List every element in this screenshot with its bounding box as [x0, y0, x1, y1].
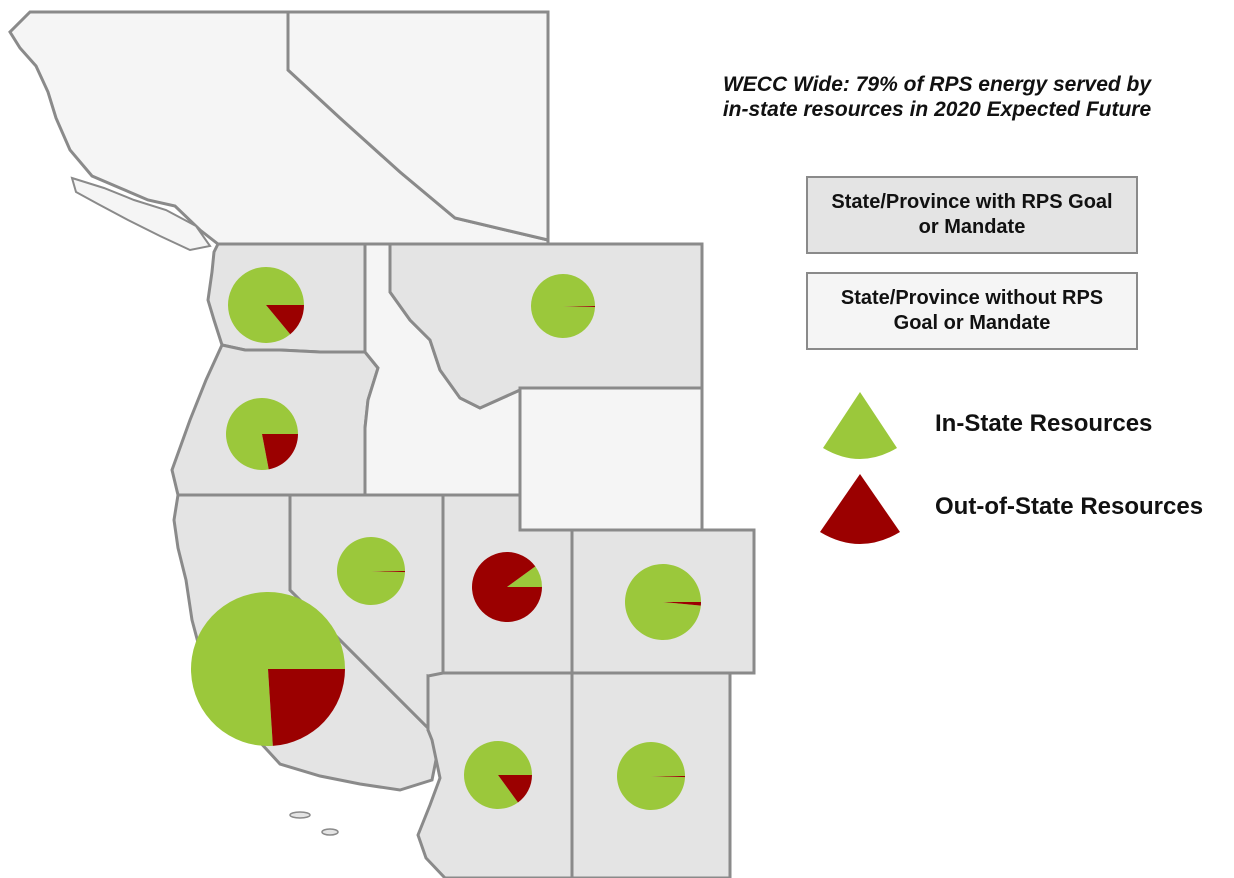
pie-slice-out-of-state-oregon	[262, 434, 298, 470]
pie-slice-in-state-new-mexico	[616, 741, 685, 810]
map-title: WECC Wide: 79% of RPS energy served by i…	[640, 72, 1234, 122]
out-of-state-wedge-icon	[820, 474, 900, 544]
pie-oregon	[226, 398, 298, 471]
pie-slice-out-of-state-montana	[563, 306, 595, 308]
pie-new-mexico	[616, 741, 685, 810]
pie-california	[190, 592, 345, 746]
region-vancouver-island	[70, 176, 212, 252]
pie-layer	[190, 267, 701, 810]
legend-no-rps-box: State/Province without RPS Goal or Manda…	[806, 272, 1138, 350]
pie-slice-out-of-state-california	[268, 669, 345, 746]
pie-slice-out-of-state-arizona	[498, 775, 532, 803]
pie-slice-in-state-montana	[531, 273, 595, 338]
channel-island	[289, 811, 311, 819]
pie-slice-out-of-state-new-mexico	[651, 776, 685, 778]
pie-slice-out-of-state-nevada	[371, 571, 405, 573]
legend-rps-box: State/Province with RPS Goal or Mandate	[806, 176, 1138, 254]
pie-slice-in-state-nevada	[337, 536, 405, 605]
pie-slice-out-of-state-colorado	[663, 602, 701, 606]
pie-slice-in-state-utah	[507, 566, 542, 587]
legend-in-state-label: In-State Resources	[935, 410, 1153, 437]
pie-washington	[228, 267, 304, 343]
region-alberta	[286, 10, 550, 242]
title-line-1: WECC Wide: 79% of RPS energy served by	[722, 73, 1152, 96]
channel-island	[321, 828, 339, 836]
pie-slice-out-of-state-washington	[266, 305, 304, 335]
pie-slice-in-state-colorado	[624, 563, 701, 640]
pie-slice-out-of-state-utah	[472, 551, 542, 622]
in-state-wedge-icon	[823, 392, 897, 459]
region-wyoming	[518, 386, 704, 532]
pie-colorado	[624, 563, 701, 640]
legend-out-of-state-label: Out-of-State Resources	[935, 493, 1204, 520]
pie-nevada	[337, 536, 405, 605]
pie-arizona	[464, 741, 532, 809]
pie-utah	[472, 551, 542, 622]
title-line-2: in-state resources in 2020 Expected Futu…	[722, 98, 1152, 121]
pie-montana	[531, 273, 595, 338]
